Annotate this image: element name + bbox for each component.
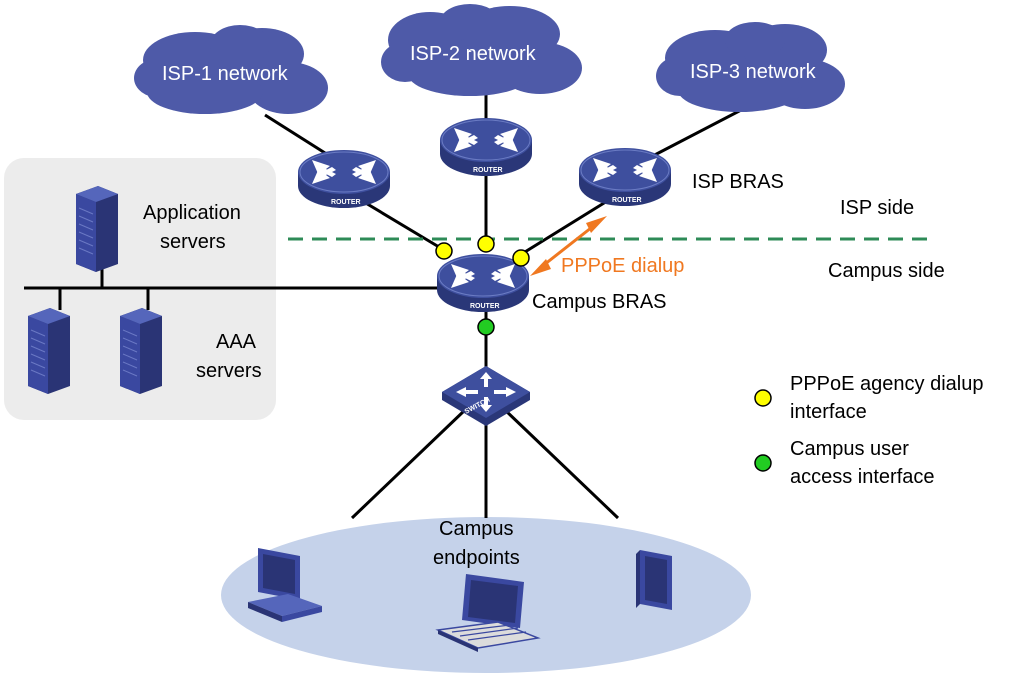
pppoe-dialup-arrow bbox=[530, 216, 607, 276]
aaa-servers-label-line1: AAA bbox=[216, 331, 257, 353]
isp1-network-label: ISP-1 network bbox=[162, 63, 289, 85]
application-server-icon bbox=[75, 185, 119, 273]
legend-campus-user-line2: access interface bbox=[790, 466, 935, 488]
campus-user-access-interface bbox=[477, 318, 495, 336]
tablet-icon bbox=[636, 550, 672, 610]
application-servers-label-line2: servers bbox=[160, 231, 226, 253]
pppoe-agency-dialup-interface-1 bbox=[435, 242, 453, 260]
campus-bras-router-icon: ROUTER bbox=[436, 253, 530, 313]
aaa-server-2-icon bbox=[119, 307, 163, 395]
pppoe-agency-dialup-interface-2 bbox=[477, 235, 495, 253]
laptop-icon bbox=[435, 574, 541, 652]
isp-bras-router-icon: ROUTER bbox=[578, 147, 672, 207]
legend: PPPoE agency dialup interface Campus use… bbox=[754, 373, 983, 488]
campus-endpoints-label-line2: endpoints bbox=[433, 547, 520, 569]
aaa-servers-label-line2: servers bbox=[196, 360, 262, 382]
svg-text:ROUTER: ROUTER bbox=[473, 167, 503, 174]
isp3-network-label: ISP-3 network bbox=[690, 61, 817, 83]
svg-text:ROUTER: ROUTER bbox=[470, 303, 500, 310]
isp2-router-icon: ROUTER bbox=[439, 117, 533, 177]
isp2-cloud bbox=[381, 4, 582, 96]
campus-side-label: Campus side bbox=[828, 260, 945, 282]
isp-bras-label: ISP BRAS bbox=[692, 171, 784, 193]
campus-switch-icon: SWITCH bbox=[442, 366, 530, 426]
campus-endpoints-label-line1: Campus bbox=[439, 518, 513, 540]
isp-side-label: ISP side bbox=[840, 197, 914, 219]
isp3-cloud bbox=[656, 22, 845, 112]
application-servers-label-line1: Application bbox=[143, 202, 241, 224]
isp2-network-label: ISP-2 network bbox=[410, 43, 537, 65]
isp1-router-icon: ROUTER bbox=[297, 149, 391, 209]
campus-bras-label: Campus BRAS bbox=[532, 291, 667, 313]
isp1-cloud bbox=[134, 25, 328, 114]
pppoe-agency-dialup-interface-3 bbox=[512, 249, 530, 267]
legend-yellow-dot bbox=[754, 389, 772, 407]
pppoe-dialup-label: PPPoE dialup bbox=[561, 255, 684, 277]
svg-text:ROUTER: ROUTER bbox=[331, 199, 361, 206]
aaa-server-1-icon bbox=[27, 307, 71, 395]
desktop-pc-icon bbox=[248, 548, 322, 622]
legend-campus-user-line1: Campus user bbox=[790, 438, 909, 460]
legend-pppoe-agency-line1: PPPoE agency dialup bbox=[790, 373, 983, 395]
legend-pppoe-agency-line2: interface bbox=[790, 401, 867, 423]
svg-text:ROUTER: ROUTER bbox=[612, 197, 642, 204]
legend-green-dot bbox=[754, 454, 772, 472]
